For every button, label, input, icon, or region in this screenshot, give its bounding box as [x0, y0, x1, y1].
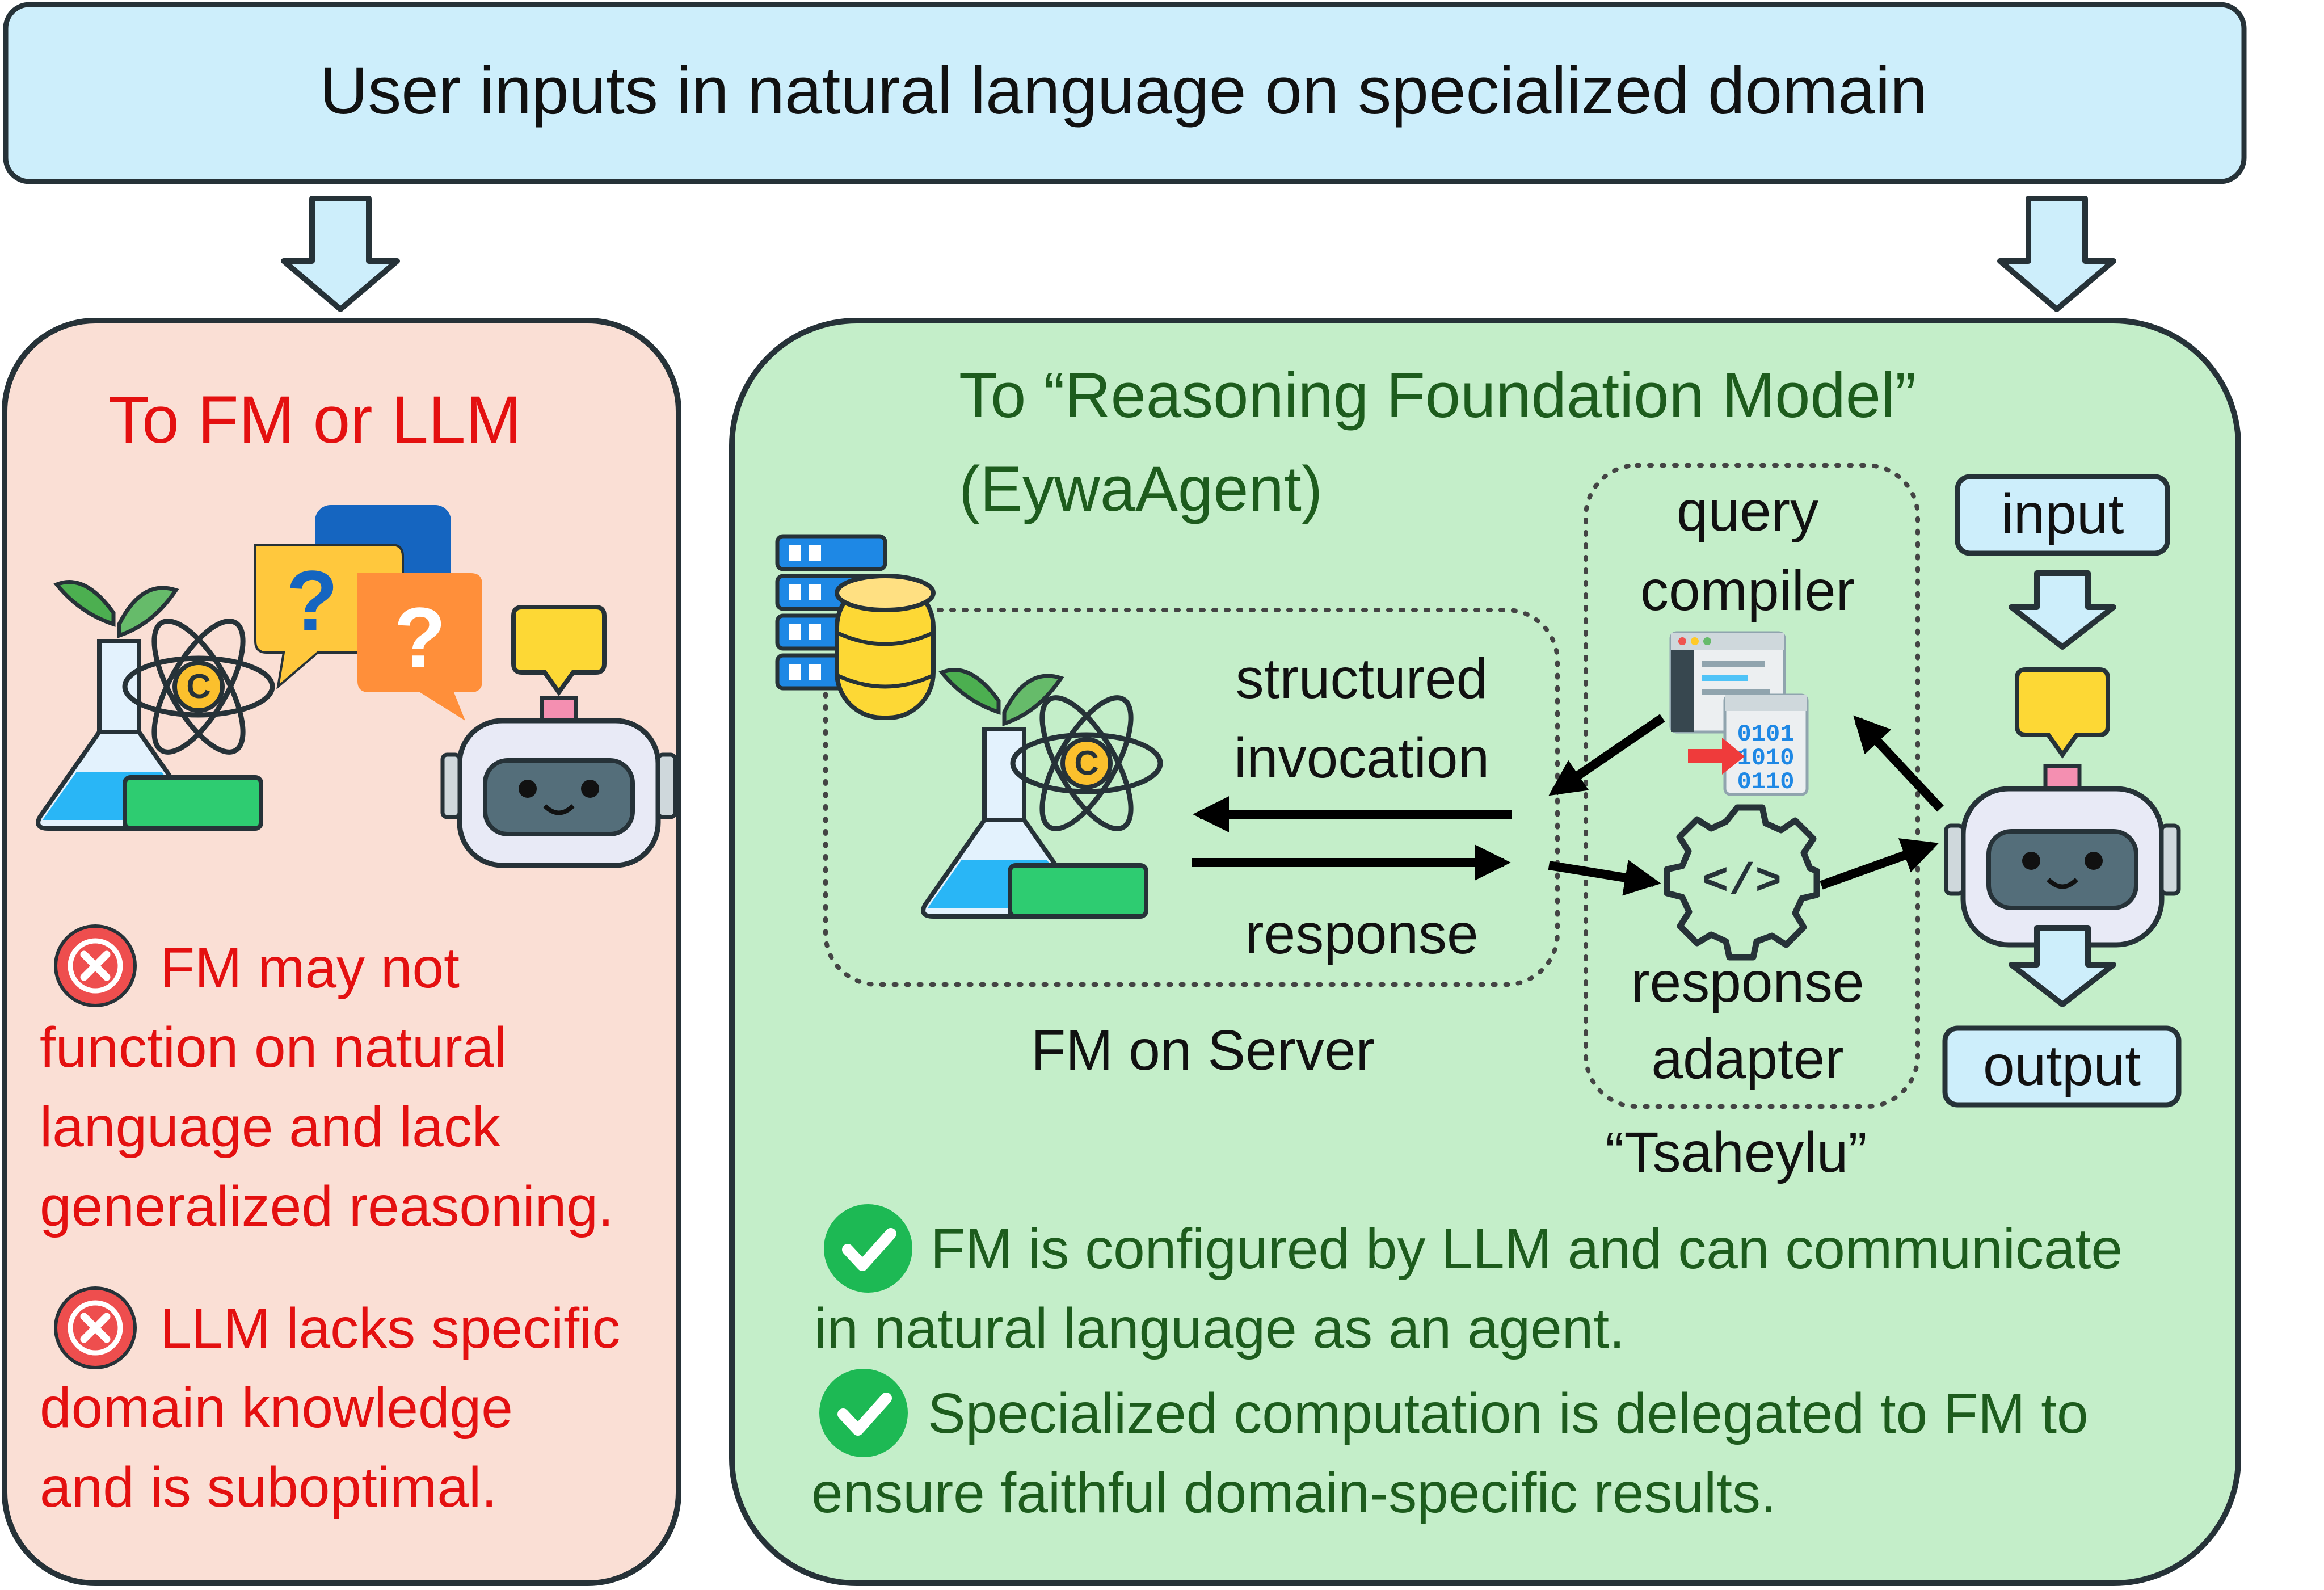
robot-icon [1944, 667, 2181, 948]
right-point-2-line-2: ensure faithful domain-specific results. [811, 1461, 1776, 1525]
output-down-arrow-icon [2009, 925, 2116, 1007]
server-to-adapter-arrow [1548, 860, 1661, 896]
output-box [1942, 1025, 2182, 1108]
response-label: response [1245, 902, 1478, 966]
header-box [3, 2, 2247, 184]
right-panel-title-line-2: (EywaAgent) [959, 453, 1323, 524]
left-point-1-line-2: function on natural [40, 1016, 507, 1079]
input-label: input [2001, 482, 2124, 546]
database-server-icon [775, 534, 936, 720]
left-panel [2, 318, 681, 1586]
left-panel-title: To FM or LLM [108, 382, 521, 457]
left-point-1-line-3: language and lack [40, 1095, 501, 1159]
svg-text:?: ? [286, 553, 338, 648]
input-box [1955, 474, 2170, 556]
svg-text:0101: 0101 [1737, 721, 1795, 748]
response-adapter-line-1: response [1631, 950, 1864, 1014]
lab-flask-icon [36, 580, 263, 831]
svg-text:</>: </> [1702, 857, 1782, 907]
svg-text:0110: 0110 [1737, 768, 1795, 796]
atom-icon: C [1010, 695, 1163, 831]
cross-icon [54, 924, 137, 1007]
agent-to-compiler-arrow [1853, 715, 1944, 812]
query-compiler-line-2: compiler [1640, 559, 1855, 622]
code-compiler-icon: 0101 1010 0110 [1669, 631, 1809, 796]
cross-icon [54, 1286, 137, 1369]
right-point-2-line-1: Specialized computation is delegated to … [928, 1382, 2089, 1445]
input-down-arrow-icon [2009, 570, 2116, 650]
left-point-1-line-1: FM may not [160, 936, 460, 1000]
down-arrow-left-icon [281, 196, 400, 312]
response-adapter-line-2: adapter [1651, 1027, 1843, 1091]
svg-text:1010: 1010 [1737, 744, 1795, 772]
compiler-to-server-arrow [1548, 714, 1665, 796]
left-point-1-line-4: generalized reasoning. [40, 1175, 614, 1238]
adapter-to-agent-arrow [1820, 838, 1939, 890]
check-icon [824, 1204, 912, 1293]
fm-server-box [823, 608, 1560, 987]
check-icon [819, 1369, 908, 1457]
right-panel [729, 318, 2241, 1586]
structured-invocation-line-1: structured [1236, 647, 1488, 710]
query-compiler-line-1: query [1677, 479, 1818, 543]
right-point-1-line-1: FM is configured by LLM and can communic… [931, 1217, 2123, 1281]
left-point-2-line-3: and is suboptimal. [40, 1456, 497, 1519]
question-bubbles-icon: ? ? [254, 505, 482, 721]
structured-invocation-line-2: invocation [1234, 726, 1489, 790]
robot-icon [440, 605, 677, 868]
svg-text:C: C [1074, 744, 1098, 782]
fm-on-server-label: FM on Server [1031, 1019, 1375, 1082]
tsaheylu-label: “Tsaheylu” [1605, 1121, 1867, 1184]
svg-text:?: ? [394, 590, 446, 685]
left-point-2-line-2: domain knowledge [40, 1376, 513, 1440]
right-panel-title-line-1: To “Reasoning Foundation Model” [959, 360, 1916, 431]
header-text: User inputs in natural language on speci… [319, 53, 1927, 128]
svg-text:C: C [186, 667, 210, 705]
down-arrow-right-icon [1997, 196, 2116, 312]
left-point-2-line-1: LLM lacks specific [160, 1297, 620, 1360]
right-point-1-line-2: in natural language as an agent. [814, 1297, 1625, 1360]
gear-code-icon: </> [1664, 804, 1820, 961]
output-label: output [1983, 1034, 2141, 1097]
atom-icon: C [122, 619, 275, 755]
